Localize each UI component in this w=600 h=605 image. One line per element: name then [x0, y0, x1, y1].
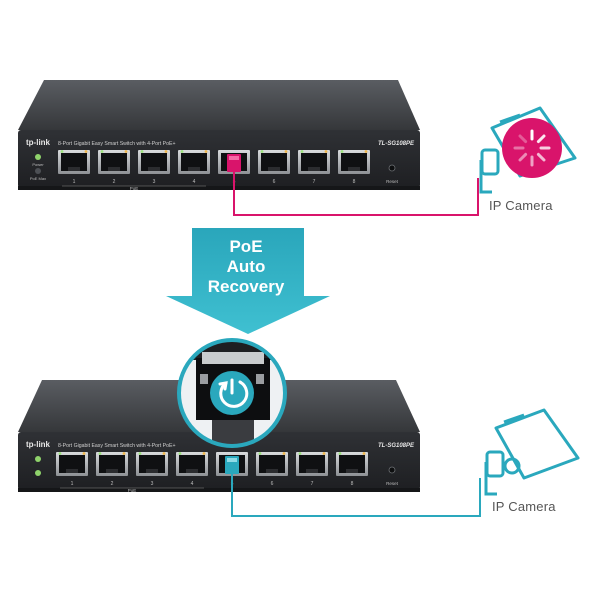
- port-number: 7: [313, 179, 316, 185]
- port-6[interactable]: [256, 452, 288, 476]
- poe-label: PoE: [128, 488, 137, 493]
- model-name: TL-SG108PE: [378, 443, 415, 449]
- switch-top: tp-link 8-Port Gigabit Easy Smart Switch…: [18, 80, 420, 191]
- port-row-bottom: [56, 452, 368, 476]
- port-2[interactable]: [98, 150, 130, 174]
- ip-camera-label-bottom: IP Camera: [492, 499, 556, 514]
- port-number: 3: [151, 481, 154, 487]
- port-7[interactable]: [296, 452, 328, 476]
- banner-text: PoE Auto Recovery: [196, 237, 296, 297]
- ip-camera-icon: [484, 408, 580, 496]
- led-label-power: Power: [32, 162, 44, 167]
- port-number: 1: [73, 179, 76, 185]
- port-8[interactable]: [338, 150, 370, 174]
- banner-line-3: Recovery: [207, 277, 285, 296]
- port-number: 3: [153, 179, 156, 185]
- poe-auto-recovery-arrow: [166, 228, 330, 334]
- port-4[interactable]: [176, 452, 208, 476]
- ip-camera-label-top: IP Camera: [489, 198, 553, 213]
- port-5-connected[interactable]: [216, 452, 248, 476]
- model-name: TL-SG108PE: [378, 141, 415, 147]
- power-led: [35, 456, 41, 462]
- reset-button[interactable]: [388, 164, 396, 172]
- port-number: 8: [351, 481, 354, 487]
- switch-description: 8-Port Gigabit Easy Smart Switch with 4-…: [58, 443, 175, 449]
- port-number: 7: [311, 481, 314, 487]
- port-row-top: [58, 150, 370, 174]
- brand-logo: tp-link: [26, 138, 51, 147]
- cable-recovered: [231, 474, 481, 517]
- poe-max-led: [35, 470, 41, 476]
- banner-line-1: PoE: [229, 237, 263, 256]
- poe-label: PoE: [130, 186, 139, 191]
- port-6[interactable]: [258, 150, 290, 174]
- port-number: 2: [111, 481, 114, 487]
- switch-top-lid: [18, 80, 420, 130]
- power-led: [35, 154, 41, 160]
- cable-failed: [233, 172, 479, 216]
- port-number: 8: [353, 179, 356, 185]
- port-number: 1: [71, 481, 74, 487]
- port-number: 6: [271, 481, 274, 487]
- reset-button[interactable]: [388, 466, 396, 474]
- power-recovery-icon: [218, 378, 249, 408]
- banner-line-2: Auto: [226, 257, 266, 276]
- reset-label: Reset: [386, 481, 399, 486]
- port-number: 6: [273, 179, 276, 185]
- port-8[interactable]: [336, 452, 368, 476]
- led-label-poe-max: PoE Max: [30, 176, 46, 181]
- port-3[interactable]: [138, 150, 170, 174]
- brand-logo: tp-link: [26, 440, 51, 449]
- loading-spinner-icon: [513, 129, 551, 167]
- switch-description: 8-Port Gigabit Easy Smart Switch with 4-…: [58, 141, 175, 147]
- port-number: 2: [113, 179, 116, 185]
- port-3[interactable]: [136, 452, 168, 476]
- port-2[interactable]: [96, 452, 128, 476]
- port-1[interactable]: [56, 452, 88, 476]
- port-number: 4: [191, 481, 194, 487]
- port-4[interactable]: [178, 150, 210, 174]
- error-status-circle: [502, 118, 562, 178]
- reset-label: Reset: [386, 179, 399, 184]
- poe-max-led: [35, 168, 41, 174]
- port-5-connected[interactable]: [218, 150, 250, 174]
- port-number: 4: [193, 179, 196, 185]
- port-7[interactable]: [298, 150, 330, 174]
- port-1[interactable]: [58, 150, 90, 174]
